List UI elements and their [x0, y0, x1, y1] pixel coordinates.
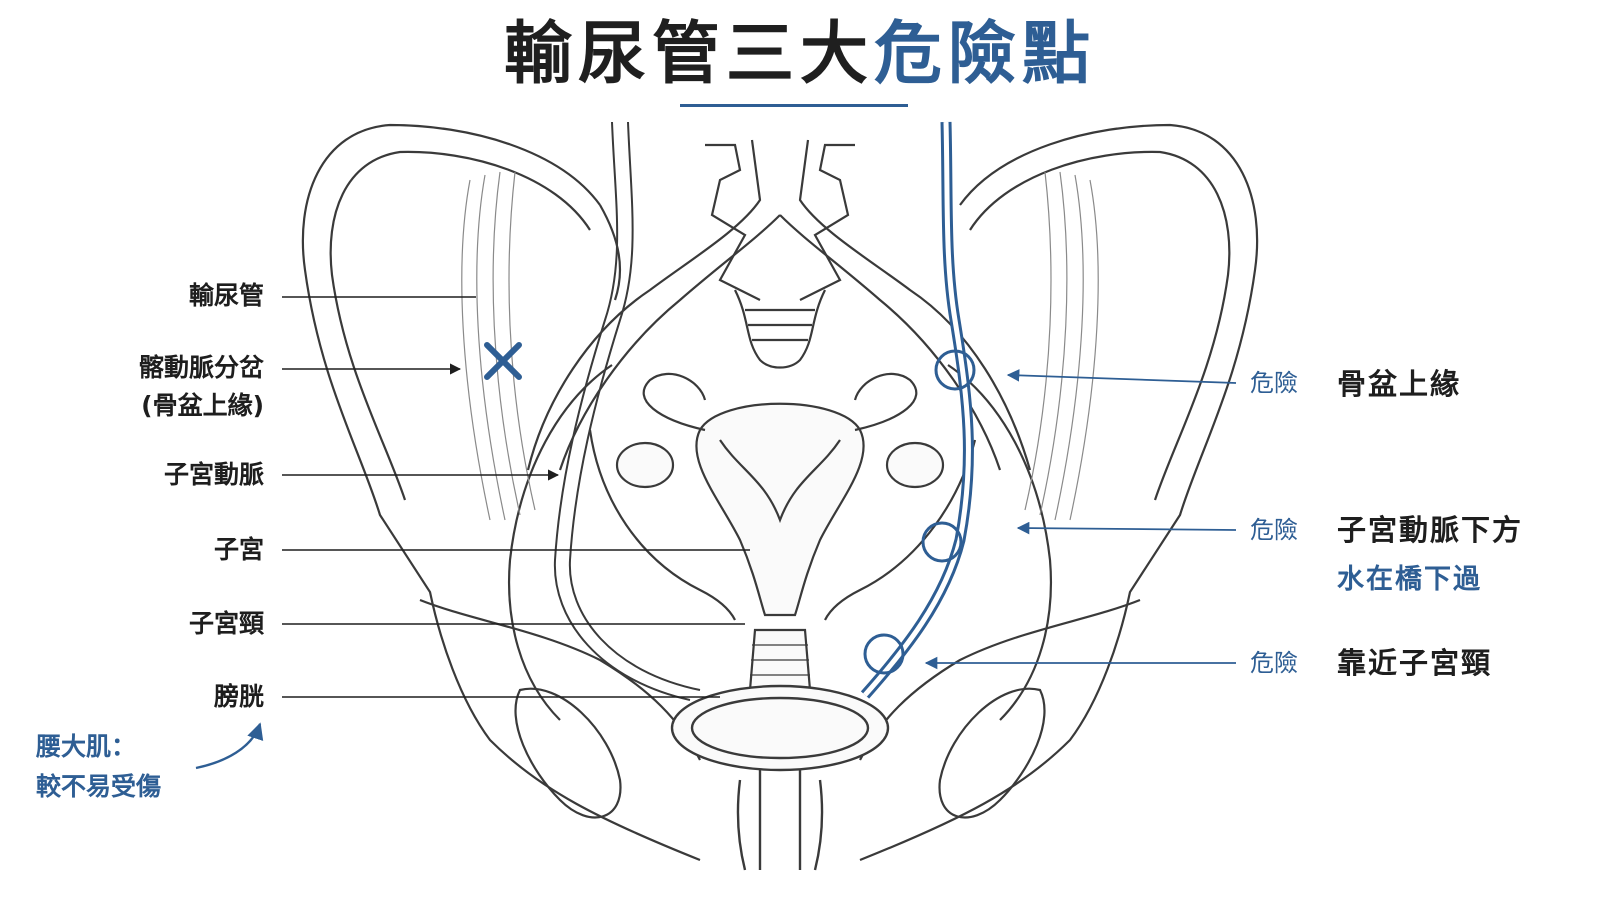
label-ureter: 輸尿管	[188, 281, 264, 310]
bladder	[670, 684, 890, 871]
label-uterine-artery: 子宮動脈	[163, 460, 264, 489]
title-accent: 危險點	[874, 15, 1097, 94]
label-bladder: 膀胱	[213, 682, 264, 711]
danger-sub-2: 水在橋下過	[1337, 564, 1482, 595]
danger-tag-2: 危險	[1250, 516, 1298, 544]
danger-circle-uterine-artery	[921, 521, 963, 563]
leader-danger-1	[1006, 369, 1237, 384]
danger-tag-3: 危險	[1250, 649, 1298, 677]
danger-desc-2: 子宮動脈下方	[1337, 513, 1524, 547]
right-leader-lines	[924, 369, 1237, 670]
uterus	[615, 372, 945, 692]
pelvic-bone	[301, 123, 1259, 862]
danger-desc-3: 靠近子宮頸	[1337, 646, 1493, 680]
label-iliac-bifurcation-sub: (骨盆上緣)	[141, 391, 264, 420]
danger-circle-cervix	[863, 633, 905, 675]
psoas-note-line2: 較不易受傷	[36, 772, 162, 801]
psoas-x-mark	[484, 342, 522, 380]
label-uterus: 子宮	[213, 535, 264, 564]
psoas-note-line1: 腰大肌：	[36, 732, 137, 761]
psoas-note-arrow	[195, 722, 264, 770]
danger-circles	[863, 349, 976, 675]
page-title: 輸尿管三大危險點	[0, 10, 1600, 100]
psoas-muscles	[461, 171, 1099, 521]
danger-tag-1: 危險	[1250, 369, 1298, 397]
left-leader-lines	[282, 296, 750, 698]
leader-danger-2	[1016, 521, 1237, 535]
label-iliac-bifurcation: 髂動脈分岔	[138, 353, 264, 382]
danger-desc-1: 骨盆上緣	[1337, 367, 1462, 401]
title-main: 輸尿管三大	[503, 15, 874, 94]
right-ureter-highlighted	[860, 121, 974, 699]
label-cervix: 子宮頸	[188, 609, 264, 638]
title-underline	[680, 104, 908, 107]
left-ureter	[553, 121, 701, 701]
danger-circle-pelvic-brim	[934, 349, 976, 391]
aorta-and-iliac-arteries	[526, 139, 1032, 621]
